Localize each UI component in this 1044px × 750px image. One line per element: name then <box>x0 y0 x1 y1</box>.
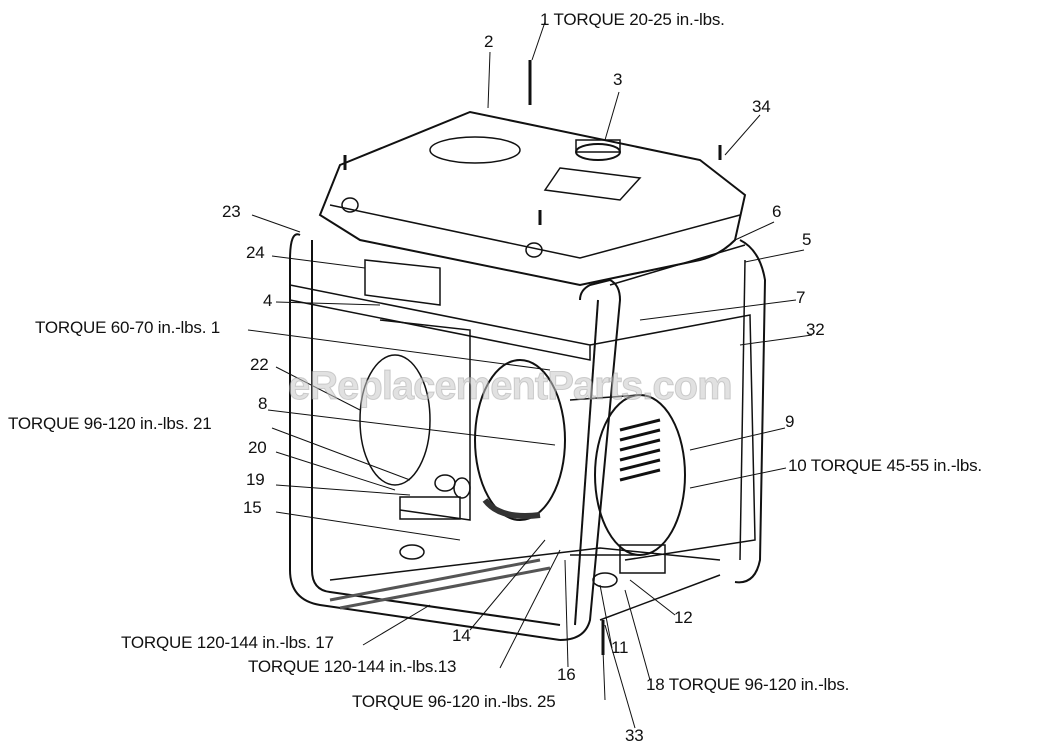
callout-19: 19 <box>246 470 265 489</box>
callout-1-mid-torque: TORQUE 60-70 in.-lbs. 1 <box>35 318 220 337</box>
callout-32: 32 <box>806 320 825 339</box>
callout-17-torque: TORQUE 120-144 in.-lbs. 17 <box>121 633 334 652</box>
watermark: eReplacementParts.com <box>288 364 734 408</box>
callout-4: 4 <box>263 291 273 310</box>
fuel-tank <box>318 110 747 287</box>
callout-21-torque: TORQUE 96-120 in.-lbs. 21 <box>8 414 212 433</box>
bolts <box>343 60 722 655</box>
callout-3: 3 <box>613 70 623 89</box>
frame-tube <box>289 233 767 641</box>
callout-1-top-torque: 1 TORQUE 20-25 in.-lbs. <box>540 10 725 29</box>
callout-8: 8 <box>258 394 268 413</box>
callout-25-torque: TORQUE 96-120 in.-lbs. 25 <box>352 692 556 711</box>
callout-9: 9 <box>785 412 795 431</box>
callout-5: 5 <box>802 230 812 249</box>
control-panel <box>589 314 756 561</box>
alternator <box>569 394 686 556</box>
leader-lines <box>247 21 813 729</box>
callout-24: 24 <box>246 243 265 262</box>
callout-16: 16 <box>557 665 576 684</box>
callout-12: 12 <box>674 608 693 627</box>
callout-11: 11 <box>611 638 629 657</box>
base-feet <box>329 496 666 610</box>
tank-bracket <box>364 259 441 306</box>
callout-18-torque: 18 TORQUE 96-120 in.-lbs. <box>646 675 850 694</box>
callout-14: 14 <box>452 626 471 645</box>
callout-6: 6 <box>772 202 782 221</box>
callout-10-torque: 10 TORQUE 45-55 in.-lbs. <box>788 456 982 475</box>
engine <box>359 319 566 521</box>
callout-15: 15 <box>243 498 262 517</box>
callout-2: 2 <box>484 32 494 51</box>
callout-13-torque: TORQUE 120-144 in.-lbs.13 <box>248 657 457 676</box>
callout-23: 23 <box>222 202 241 221</box>
callout-33: 33 <box>625 726 644 745</box>
callout-34: 34 <box>752 97 771 116</box>
cross-rail <box>289 284 591 361</box>
callout-22: 22 <box>250 355 269 374</box>
callout-7: 7 <box>796 288 806 307</box>
callout-20: 20 <box>248 438 267 457</box>
